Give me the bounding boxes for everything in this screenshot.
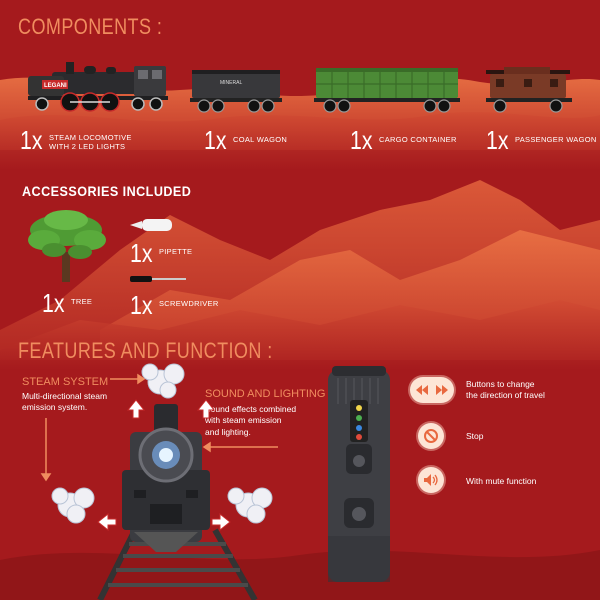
component-label-passenger-wagon: PASSENGER WAGON: [515, 135, 597, 144]
tree-image: [28, 210, 106, 282]
sound-desc-line3: and lighting.: [205, 426, 251, 437]
accessory-qty-pipette: 1x: [130, 238, 153, 268]
cargo-container-image: [314, 68, 460, 113]
component-qty-cargo-container: 1x: [350, 125, 373, 155]
mute-function-text: With mute function: [466, 476, 537, 486]
passenger-wagon-image: [486, 67, 572, 113]
mute-icon: [418, 467, 444, 493]
direction-arrows-icon: [410, 377, 454, 403]
steam-locomotive-image: LEGANI: [28, 62, 168, 112]
remote-control-image: [328, 366, 390, 582]
accessory-label-pipette: PIPETTE: [159, 247, 193, 256]
sound-desc-line1: Sound effects combined: [205, 404, 297, 414]
loco-badge-text: LEGANI: [44, 83, 67, 89]
features-heading: FEATURES AND FUNCTION :: [18, 338, 273, 363]
component-label-line1: STEAM LOCOMOTIVE: [49, 133, 132, 142]
locomotive-front-illustration: [40, 363, 278, 600]
sound-lighting-title: SOUND AND LIGHTING: [205, 388, 326, 400]
components-heading: COMPONENTS :: [18, 14, 163, 39]
sound-desc-line2: with steam emission: [205, 415, 282, 426]
component-label-coal-wagon: COAL WAGON: [233, 135, 288, 144]
component-label-cargo-container: CARGO CONTAINER: [379, 135, 457, 144]
accessory-qty-tree: 1x: [42, 288, 65, 318]
stop-icon: [418, 423, 444, 449]
component-label-locomotive: STEAM LOCOMOTIVE WITH 2 LED LIGHTS: [49, 133, 132, 151]
steam-system-description: Multi-directional steam emission system.: [22, 391, 107, 414]
component-label-line2: WITH 2 LED LIGHTS: [49, 142, 126, 151]
sound-lighting-description: Sound effects combined with steam emissi…: [205, 404, 296, 438]
screwdriver-image: [130, 276, 186, 282]
stop-function-text: Stop: [466, 431, 484, 441]
accessory-label-tree: TREE: [71, 297, 93, 306]
accessory-label-screwdriver: SCREWDRIVER: [159, 299, 219, 308]
coal-wagon-badge-text: MINERAL: [220, 80, 242, 86]
pipette-image: [130, 219, 172, 231]
component-qty-locomotive: 1x: [20, 125, 43, 155]
component-qty-coal-wagon: 1x: [204, 125, 227, 155]
direction-text-line2: the direction of travel: [466, 390, 545, 401]
steam-desc-line1: Multi-directional steam: [22, 391, 108, 401]
accessories-heading: ACCESSORIES INCLUDED: [22, 183, 192, 199]
component-qty-passenger-wagon: 1x: [486, 125, 509, 155]
accessory-qty-screwdriver: 1x: [130, 290, 153, 320]
steam-system-title: STEAM SYSTEM: [22, 376, 109, 388]
direction-function-text: Buttons to change the direction of trave…: [466, 379, 545, 402]
coal-wagon-image: MINERAL: [190, 70, 282, 113]
steam-desc-line2: emission system.: [22, 402, 88, 413]
direction-text-line1: Buttons to change: [466, 379, 535, 389]
